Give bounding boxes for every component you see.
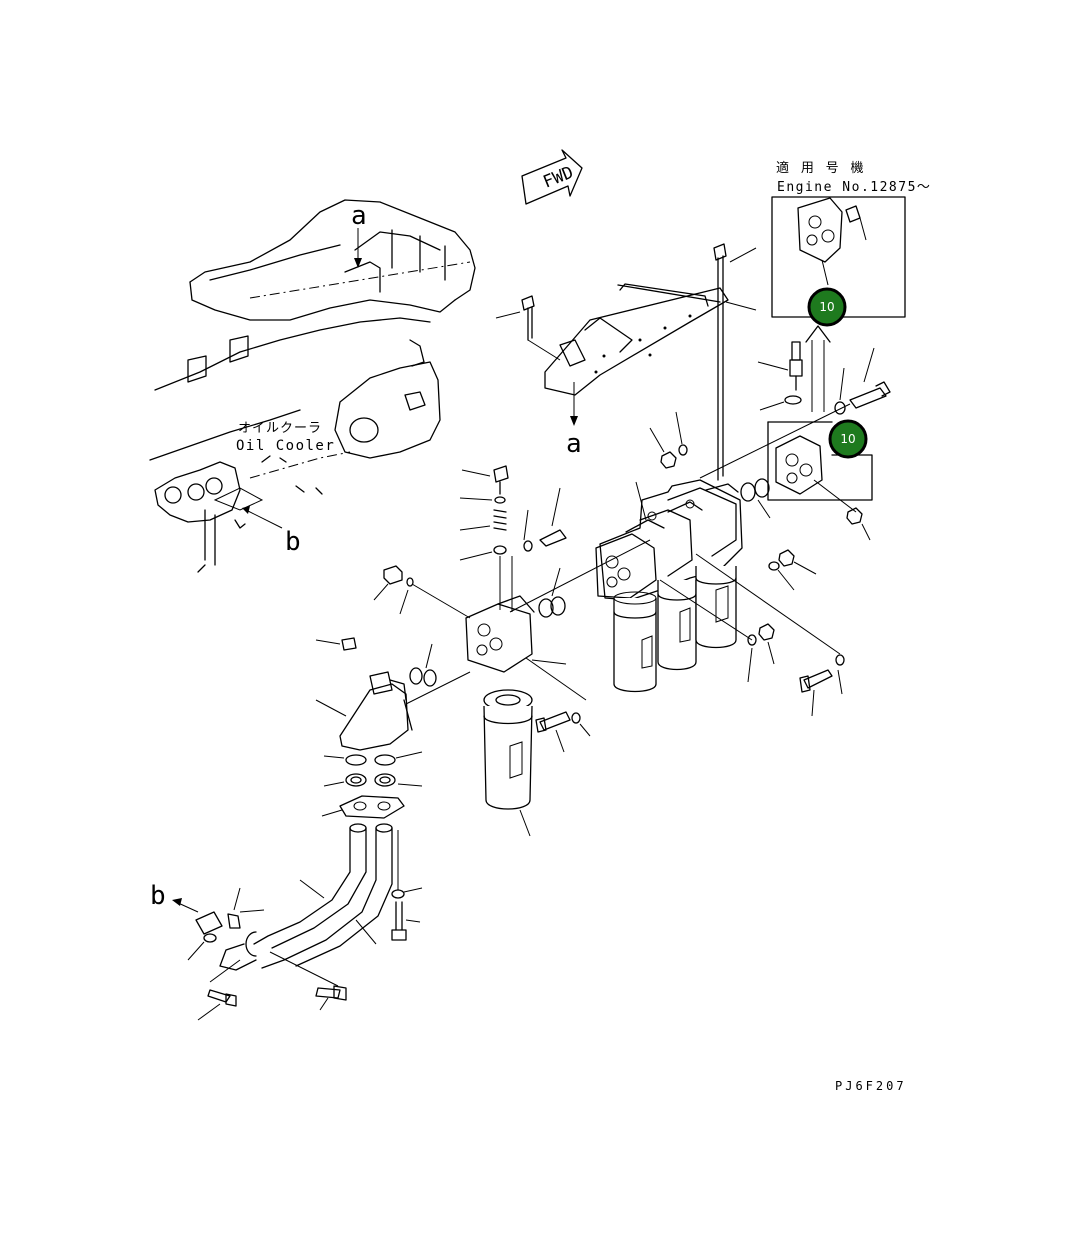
relief-valve-stack [459, 465, 513, 612]
plug-left [373, 565, 471, 619]
ref-arrow-a-bottom [570, 382, 578, 426]
filter-cartridge-triple-1 [613, 591, 657, 693]
filter-cartridge-single [483, 689, 533, 837]
callout-badge[interactable] [807, 287, 847, 327]
ref-arrow-b-left [172, 887, 265, 961]
ref-label-a-bottom: a [566, 429, 582, 459]
bolt-filter-head [523, 487, 567, 552]
mounting-bracket [544, 283, 729, 396]
serial-inset-box [771, 196, 906, 318]
bolt-bracket-right [713, 243, 757, 481]
bolts-tube-lower [197, 959, 347, 1021]
single-filter-head [465, 595, 567, 673]
callout-number: 10 [819, 300, 834, 314]
nuts-washers-right [659, 549, 845, 717]
oil-cooler-label-en: Oil Cooler [236, 438, 335, 454]
fwd-label: FWD [540, 163, 576, 193]
nut-right [846, 507, 871, 541]
filter-cartridge-triple-2 [657, 580, 697, 671]
ref-arrow-b-right [242, 506, 283, 529]
orings-adapter [323, 751, 423, 787]
applicable-serial-label-en: Engine No.12875～ [777, 180, 931, 195]
callout-number: 10 [840, 432, 855, 446]
oil-tube-pair [219, 823, 393, 987]
washer-bolt-tube [391, 830, 423, 941]
applicable-serial-label-jp: 適 用 号 機 [776, 160, 865, 176]
plug-adapter [315, 637, 437, 687]
ref-label-b-left: b [150, 881, 166, 911]
orings-triple-head [635, 411, 771, 521]
adapter-elbow [315, 671, 471, 751]
callout-badge[interactable] [828, 419, 868, 459]
engine-block [149, 199, 476, 573]
pressure-sender [757, 341, 803, 411]
bolt-right-upper [699, 347, 891, 479]
bolt-bracket-left [495, 295, 561, 361]
oil-cooler-label-jp: オイルクーラ [238, 421, 322, 436]
ref-label-b-right: b [285, 527, 301, 557]
drawing-code: PJ6F207 [835, 1079, 907, 1093]
orings-single-head [509, 539, 651, 618]
filter-cartridge-triple-3 [695, 566, 737, 649]
ref-label-a-top: a [351, 201, 367, 231]
fwd-arrow-icon: FWD [521, 149, 583, 205]
gasket-inset-box [767, 421, 873, 513]
callout-10-lower[interactable]: 10 [828, 419, 868, 459]
inset-transfer-arrow [805, 325, 831, 412]
callout-10-upper[interactable]: 10 [807, 287, 847, 327]
gasket-flange [321, 795, 405, 819]
ref-arrow-a-top [354, 228, 362, 268]
bolt-center [525, 657, 591, 753]
